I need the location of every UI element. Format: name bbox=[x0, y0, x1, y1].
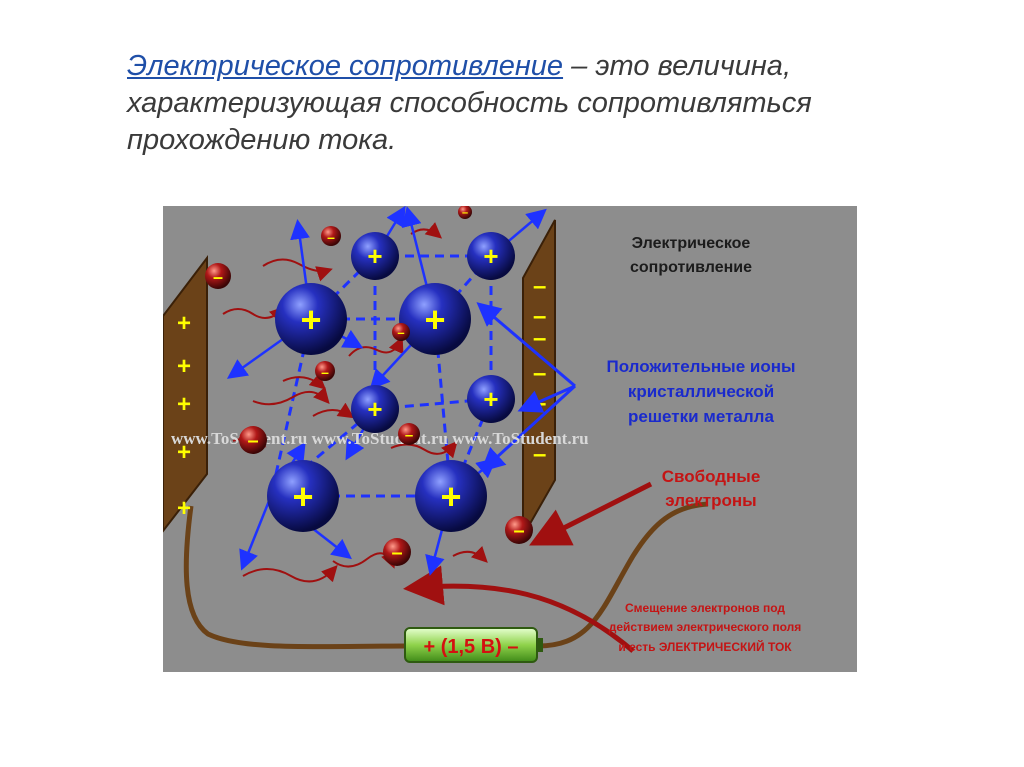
electron: – bbox=[383, 538, 411, 566]
ion: + bbox=[467, 375, 515, 423]
ion: + bbox=[467, 232, 515, 280]
ion-sign: + bbox=[367, 241, 382, 271]
definition-line-3: прохождению тока. bbox=[127, 124, 397, 156]
ion-sign: + bbox=[292, 476, 313, 517]
right-plate bbox=[522, 219, 556, 540]
ion-sign: + bbox=[424, 299, 445, 340]
electron-sign: – bbox=[397, 325, 404, 340]
current-label-line-1: Смещение электронов под bbox=[625, 601, 785, 615]
left-plate-sign: + bbox=[177, 439, 191, 466]
ion-sign: + bbox=[367, 394, 382, 424]
left-plate bbox=[163, 255, 208, 533]
ion: + bbox=[351, 232, 399, 280]
ion-sign: + bbox=[483, 241, 498, 271]
electrons-label-line-2: электроны bbox=[665, 491, 756, 510]
ion-label-pointers bbox=[476, 302, 577, 473]
definition-line-2: характеризующая способность сопротивлять… bbox=[127, 87, 812, 119]
ion: + bbox=[275, 283, 347, 355]
current-label-line-2: действием электрического поля bbox=[609, 620, 802, 634]
electron-sign: – bbox=[462, 207, 468, 219]
battery: + (1,5 В) – bbox=[404, 627, 543, 663]
ion: + bbox=[415, 460, 487, 532]
electron-sign: – bbox=[321, 364, 329, 380]
electron-sign: – bbox=[247, 430, 258, 452]
diagram-title-line-2: сопротивление bbox=[630, 259, 752, 276]
electron-label-pointer bbox=[529, 481, 653, 546]
ion: + bbox=[399, 283, 471, 355]
ion-sign: + bbox=[483, 384, 498, 414]
definition-text: Электрическое сопротивление – это величи… bbox=[127, 48, 927, 159]
ions-label-line-2: кристаллической bbox=[628, 382, 774, 401]
ions-label-line-3: решетки металла bbox=[628, 407, 774, 426]
diagram-title-line-1: Электрическое bbox=[632, 235, 751, 252]
electrons: – – – – – – – – – bbox=[205, 206, 533, 566]
left-plate-signs: + + + + + bbox=[177, 310, 191, 522]
current-label-line-3: и есть ЭЛЕКТРИЧЕСКИЙ ТОК bbox=[618, 639, 792, 654]
left-plate-sign: + bbox=[177, 310, 191, 337]
resistance-diagram: + + + + + – – – – – – bbox=[163, 206, 857, 672]
electron: – bbox=[458, 206, 472, 219]
right-plate-sign: – bbox=[533, 325, 546, 352]
electron-sign: – bbox=[405, 427, 413, 444]
ions: + + + + + + + + bbox=[267, 232, 515, 532]
right-plate-sign: – bbox=[533, 303, 546, 330]
electron: – bbox=[392, 323, 410, 341]
right-plate-sign: – bbox=[533, 441, 546, 468]
electron-sign: – bbox=[213, 267, 223, 287]
electron-sign: – bbox=[513, 520, 524, 542]
electron: – bbox=[205, 263, 231, 289]
electron: – bbox=[398, 423, 420, 445]
current-arrow bbox=[403, 565, 635, 653]
left-plate-sign: + bbox=[177, 353, 191, 380]
diagram-svg: + + + + + – – – – – – bbox=[163, 206, 802, 663]
ions-label-line-1: Положительные ионы bbox=[606, 357, 795, 376]
electrons-label-line-1: Свободные bbox=[662, 467, 761, 486]
electron-sign: – bbox=[391, 542, 402, 564]
watermark: www.ToStudent.ru www.ToStudent.ru www.To… bbox=[171, 429, 589, 448]
definition-line-1: Электрическое сопротивление – это величи… bbox=[127, 48, 927, 85]
ion: + bbox=[351, 385, 399, 433]
electron: – bbox=[239, 426, 267, 454]
electron: – bbox=[321, 226, 341, 246]
left-plate-sign: + bbox=[177, 391, 191, 418]
electron: – bbox=[505, 516, 533, 544]
battery-label: + (1,5 В) – bbox=[423, 636, 518, 658]
term-link[interactable]: Электрическое сопротивление bbox=[127, 50, 564, 82]
ion: + bbox=[267, 460, 339, 532]
electron-sign: – bbox=[327, 229, 335, 245]
ion-sign: + bbox=[300, 299, 321, 340]
right-plate-sign: – bbox=[533, 360, 546, 387]
definition-line-1-rest: – это величина, bbox=[563, 50, 791, 82]
left-plate-sign: + bbox=[177, 495, 191, 522]
right-plate-sign: – bbox=[533, 273, 546, 300]
ion-sign: + bbox=[440, 476, 461, 517]
wire-loop bbox=[183, 501, 709, 650]
electron: – bbox=[315, 361, 335, 381]
